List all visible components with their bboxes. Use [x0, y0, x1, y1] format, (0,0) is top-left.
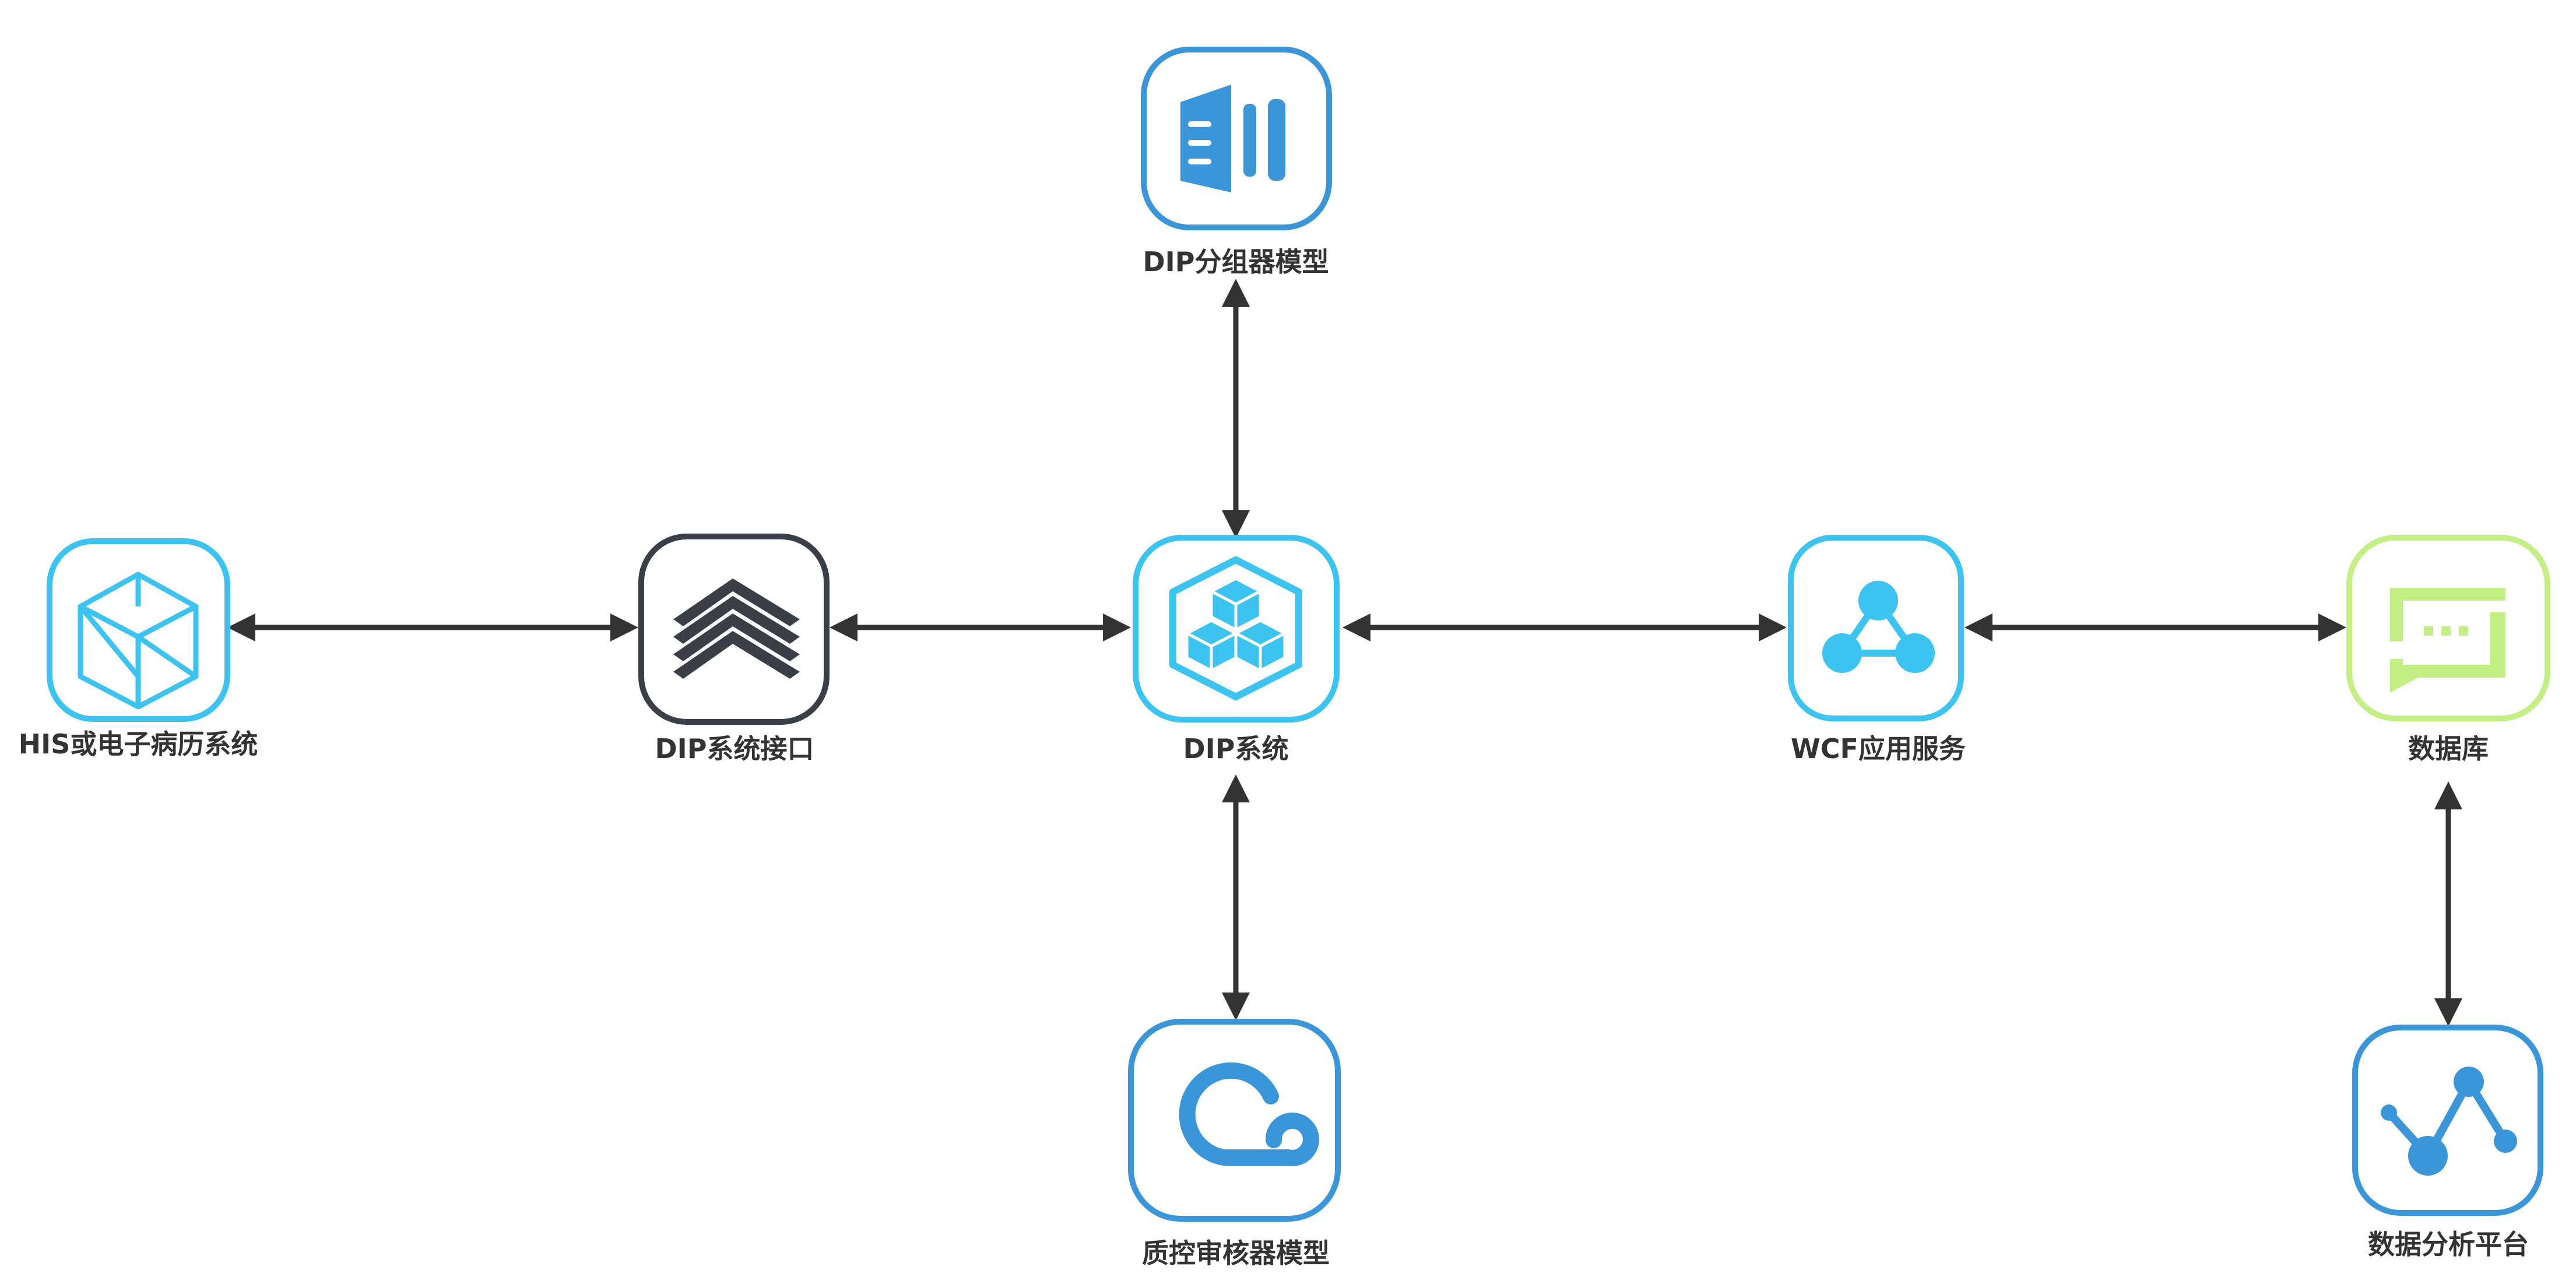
- connector-dip-system-qc-audit: [1222, 774, 1250, 1021]
- node-his[interactable]: HIS或电子病历系统: [19, 538, 258, 760]
- connector-database-analytics: [2434, 781, 2462, 1026]
- node-database[interactable]: 数据库: [2346, 535, 2550, 765]
- node-label: 质控审核器模型: [1142, 1237, 1330, 1269]
- stacked-layers-icon: [673, 578, 800, 679]
- node-dip-grouper[interactable]: DIP分组器模型: [1141, 47, 1332, 278]
- node-label: DIP分组器模型: [1143, 246, 1329, 278]
- node-label: 数据分析平台: [2368, 1229, 2529, 1260]
- connector-dip-grouper-dip-system: [1222, 279, 1250, 538]
- connector-dip-interface-dip-system: [830, 613, 1131, 641]
- chat-bubble-icon: [2390, 588, 2505, 693]
- cube-wireframe-icon: [78, 571, 199, 710]
- node-label: DIP系统接口: [655, 733, 814, 765]
- node-label: 数据库: [2408, 733, 2489, 765]
- node-dip-interface[interactable]: DIP系统接口: [638, 534, 830, 765]
- connector-dip-system-wcf: [1343, 613, 1787, 641]
- node-label: DIP系统: [1183, 733, 1288, 765]
- line-graph-icon: [2381, 1067, 2517, 1176]
- node-label: HIS或电子病历系统: [19, 728, 258, 760]
- node-wcf[interactable]: WCF应用服务: [1788, 535, 1966, 765]
- connector-his-dip-interface: [227, 613, 638, 641]
- node-qc-audit[interactable]: 质控审核器模型: [1128, 1019, 1341, 1269]
- connector-wcf-database: [1964, 613, 2346, 641]
- network-nodes-icon: [1822, 581, 1935, 673]
- panels-icon: [1180, 85, 1285, 192]
- node-label: WCF应用服务: [1791, 733, 1966, 765]
- infinity-loop-icon: [1179, 1062, 1319, 1166]
- cube-cluster-icon: [1169, 556, 1302, 700]
- node-dip-system[interactable]: DIP系统: [1133, 535, 1340, 765]
- node-analytics[interactable]: 数据分析平台: [2352, 1025, 2543, 1260]
